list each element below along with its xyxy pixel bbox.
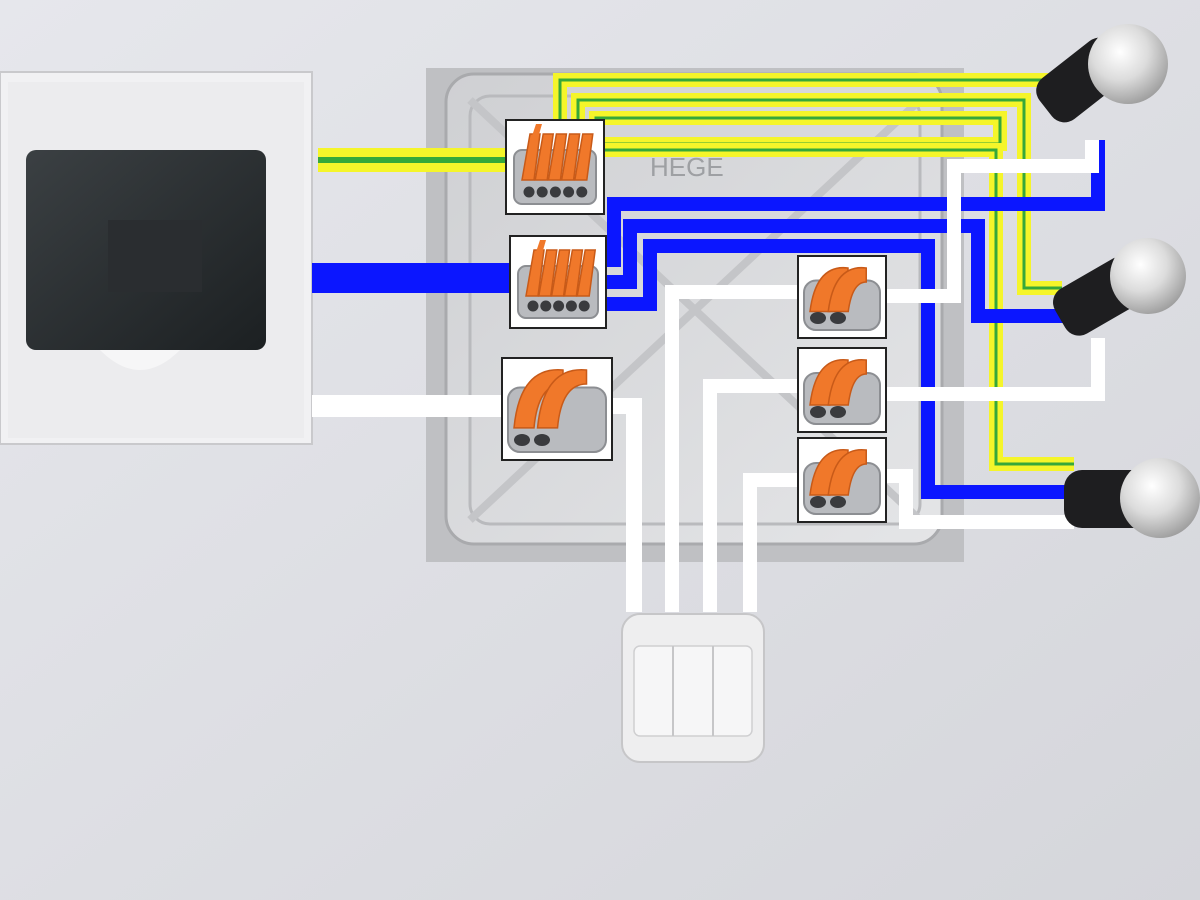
lamp-1 (1036, 24, 1168, 123)
lamp-2 (1053, 238, 1186, 336)
connector-wire-port (540, 300, 552, 312)
lamp-wire-3 (884, 469, 1074, 529)
lamp-3 (1064, 458, 1200, 538)
lamp-wire-2 (884, 338, 1105, 401)
connector-lamp-2 (797, 347, 887, 433)
connector-wire-port (830, 496, 846, 508)
connector-wire-port (576, 186, 588, 198)
connector-wire-port (536, 186, 548, 198)
bulb-3 (1120, 458, 1200, 538)
switch-wire-3 (743, 473, 806, 612)
connector-lever (573, 133, 594, 181)
connector-lever (547, 133, 568, 181)
connector-lever (534, 133, 555, 181)
neutral-wire-lamp-3 (606, 239, 1076, 499)
connector-wire-port (578, 300, 590, 312)
connector-wire-port (810, 406, 826, 418)
connector-wire-port (534, 434, 550, 446)
connector-neutral-5-way (509, 235, 607, 329)
connector-lever (550, 249, 571, 297)
neutral-wire-lamp-1 (606, 140, 1105, 267)
connector-wire-port (810, 312, 826, 324)
bulb-1 (1088, 24, 1168, 104)
connector-wire-port (514, 434, 530, 446)
connector-wire-port (810, 496, 826, 508)
phase-wire-to-switch (612, 398, 642, 612)
connector-wire-port (553, 300, 565, 312)
connector-lever-raised (536, 240, 546, 254)
connector-lever (576, 249, 597, 297)
connector-lever-raised (532, 124, 542, 138)
connector-wire-port (563, 186, 575, 198)
connector-lever (521, 133, 541, 181)
connector-wire-port (830, 312, 846, 324)
connector-wire-port (523, 186, 535, 198)
connector-wire-port (549, 186, 561, 198)
connector-lever (537, 249, 558, 297)
connector-lever (536, 369, 588, 429)
connector-lamp-3 (797, 437, 887, 523)
connector-wire-port (527, 300, 539, 312)
connector-lever (827, 266, 867, 313)
connector-wire-port (830, 406, 846, 418)
switch-wire-2 (703, 379, 806, 612)
neutral-wire-lamp-2 (606, 219, 1064, 323)
connector-lever (560, 133, 581, 181)
connector-lever (563, 249, 584, 297)
bulb-2 (1110, 238, 1186, 314)
connector-lever (827, 449, 867, 496)
connector-lever (525, 249, 545, 297)
connector-ground-5-way (505, 119, 605, 215)
neutral-wires (312, 140, 1105, 499)
connector-lever (827, 359, 867, 406)
connectors (501, 119, 887, 523)
three-gang-switch (621, 613, 765, 763)
panel-door-handle (100, 350, 180, 370)
connector-wire-port (565, 300, 577, 312)
connector-phase-input (501, 357, 613, 461)
phase-wires (312, 140, 1105, 612)
distribution-panel (0, 71, 313, 445)
ground-wire-lamp-2 (571, 93, 1062, 295)
lamp-wire-1 (884, 140, 1099, 303)
switch-wire-1 (665, 285, 806, 612)
connector-lamp-1 (797, 255, 887, 339)
ground-wire-lamp-1 (553, 73, 1058, 124)
